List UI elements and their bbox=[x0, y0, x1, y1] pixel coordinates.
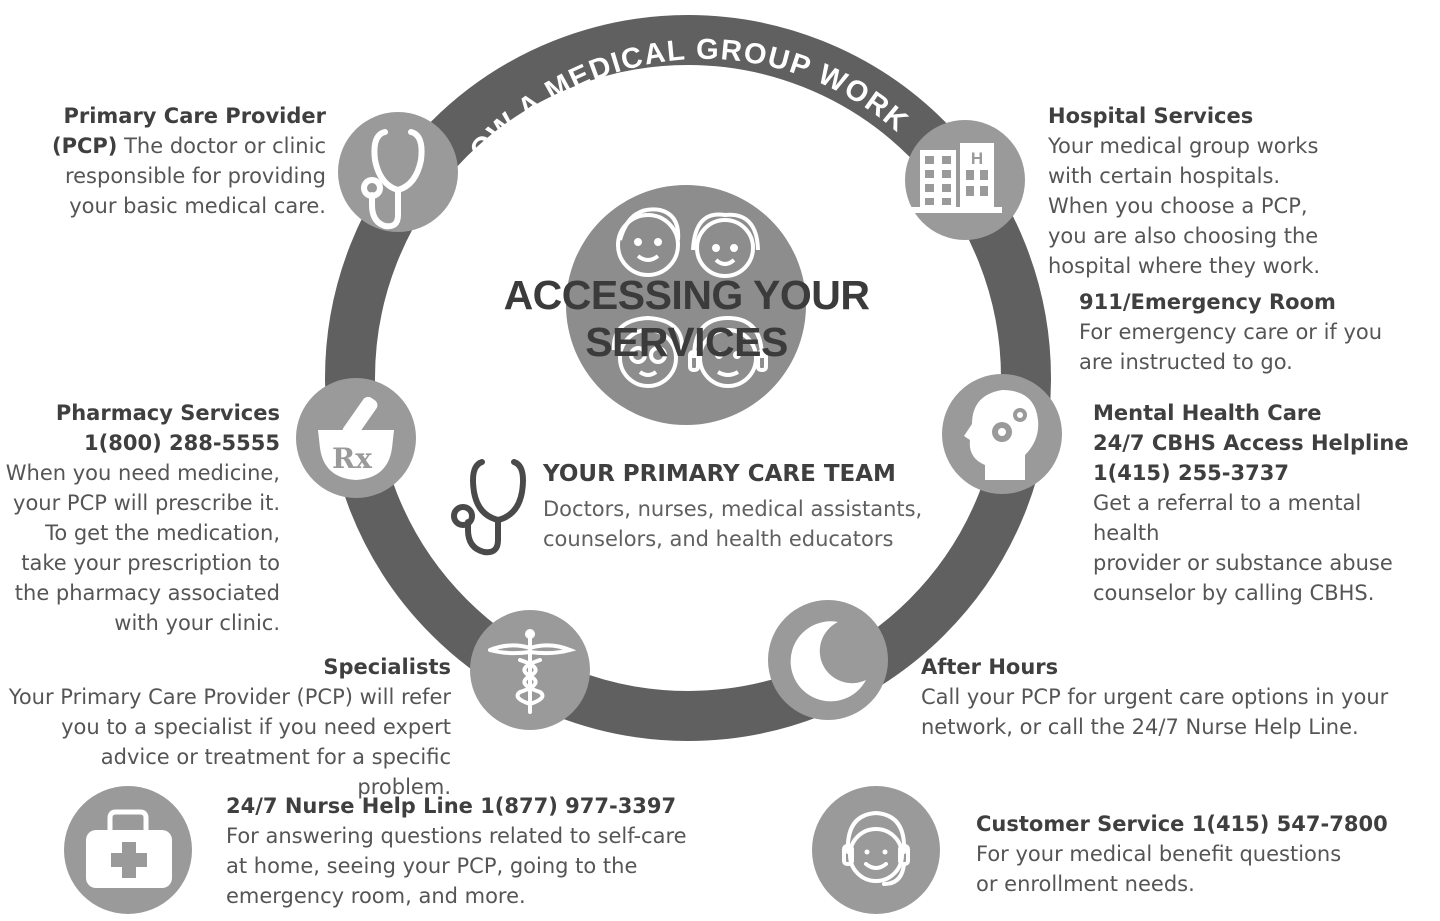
hospital-building-icon: H bbox=[902, 120, 1025, 240]
mortar-pestle-rx-icon: Rx bbox=[296, 378, 416, 498]
pcp-text: responsible for providing your basic med… bbox=[64, 164, 326, 218]
mental-text: Get a referral to a mental health provid… bbox=[1093, 491, 1393, 605]
stethoscope-icon bbox=[338, 112, 458, 232]
center-title: ACCESSING YOUR SERVICES bbox=[503, 272, 870, 365]
pharmacy-title: Pharmacy Services bbox=[55, 401, 280, 425]
team-title: YOUR PRIMARY CARE TEAM bbox=[543, 461, 896, 487]
hospital-text: Your medical group works with certain ho… bbox=[1048, 134, 1321, 278]
emergency-block: 911/Emergency Room For emergency care or… bbox=[1079, 287, 1429, 377]
customer-service-text: For your medical benefit questions or en… bbox=[976, 842, 1342, 896]
specialists-text: Your Primary Care Provider (PCP) will re… bbox=[8, 685, 451, 799]
hospital-block: Hospital Services Your medical group wor… bbox=[1048, 101, 1428, 281]
customer-service-block: Customer Service 1(415) 547-7800 For you… bbox=[976, 809, 1416, 899]
people-faces-icon bbox=[566, 185, 806, 425]
team-stethoscope-icon bbox=[451, 459, 526, 556]
pharmacy-text: When you need medicine, your PCP will pr… bbox=[5, 461, 280, 635]
mental-subtitle: 24/7 CBHS Access Helpline bbox=[1093, 431, 1409, 455]
team-description: Doctors, nurses, medical assistants, cou… bbox=[543, 497, 923, 551]
nurse-line-text: For answering questions related to self-… bbox=[226, 824, 687, 908]
service-ring bbox=[325, 15, 1051, 741]
head-gears-icon bbox=[942, 374, 1062, 494]
mental-title: Mental Health Care bbox=[1093, 401, 1322, 425]
emergency-title: 911/Emergency Room bbox=[1079, 290, 1336, 314]
svg-text:H: H bbox=[971, 149, 983, 168]
mental-health-block: Mental Health Care 24/7 CBHS Access Help… bbox=[1093, 398, 1433, 608]
pcp-title: Primary Care Provider bbox=[63, 104, 326, 128]
pharmacy-phone: 1(800) 288-5555 bbox=[84, 431, 280, 455]
after-hours-text: Call your PCP for urgent care options in… bbox=[921, 685, 1389, 739]
after-hours-title: After Hours bbox=[921, 655, 1059, 679]
pharmacy-block: Pharmacy Services 1(800) 288-5555 When y… bbox=[4, 398, 280, 638]
hospital-title: Hospital Services bbox=[1048, 104, 1254, 128]
nurse-line-block: 24/7 Nurse Help Line 1(877) 977-3397 For… bbox=[226, 791, 706, 911]
nurse-line-title: 24/7 Nurse Help Line 1(877) 977-3397 bbox=[226, 794, 677, 818]
pcp-title2: (PCP) bbox=[52, 134, 118, 158]
pcp-block: Primary Care Provider (PCP) The doctor o… bbox=[20, 101, 326, 221]
caduceus-icon bbox=[470, 610, 590, 730]
pcp-text-inline: The doctor or clinic bbox=[117, 134, 326, 158]
svg-text:Rx: Rx bbox=[332, 442, 372, 475]
customer-service-title: Customer Service 1(415) 547-7800 bbox=[976, 812, 1388, 836]
emergency-text: For emergency care or if you are instruc… bbox=[1079, 320, 1383, 374]
first-aid-kit-icon bbox=[64, 786, 192, 914]
crescent-moon-icon bbox=[768, 600, 888, 720]
after-hours-block: After Hours Call your PCP for urgent car… bbox=[921, 652, 1411, 742]
specialists-block: Specialists Your Primary Care Provider (… bbox=[4, 652, 451, 802]
headset-agent-icon bbox=[812, 786, 940, 914]
specialists-title: Specialists bbox=[323, 655, 451, 679]
mental-phone: 1(415) 255-3737 bbox=[1093, 461, 1289, 485]
